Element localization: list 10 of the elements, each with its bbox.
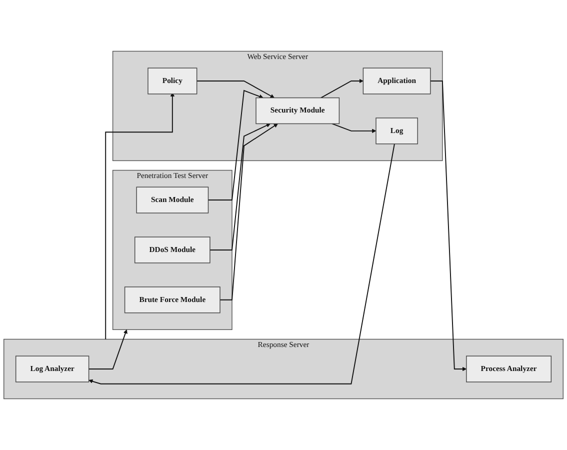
arrow bbox=[220, 124, 278, 300]
arrow bbox=[430, 80, 467, 372]
arrow bbox=[88, 329, 128, 370]
arrow bbox=[105, 92, 175, 340]
arrow bbox=[332, 123, 376, 134]
arrow bbox=[208, 90, 264, 201]
arrow bbox=[209, 123, 270, 250]
arrow bbox=[320, 78, 364, 98]
arrow bbox=[88, 143, 395, 384]
arrow bbox=[196, 80, 274, 98]
